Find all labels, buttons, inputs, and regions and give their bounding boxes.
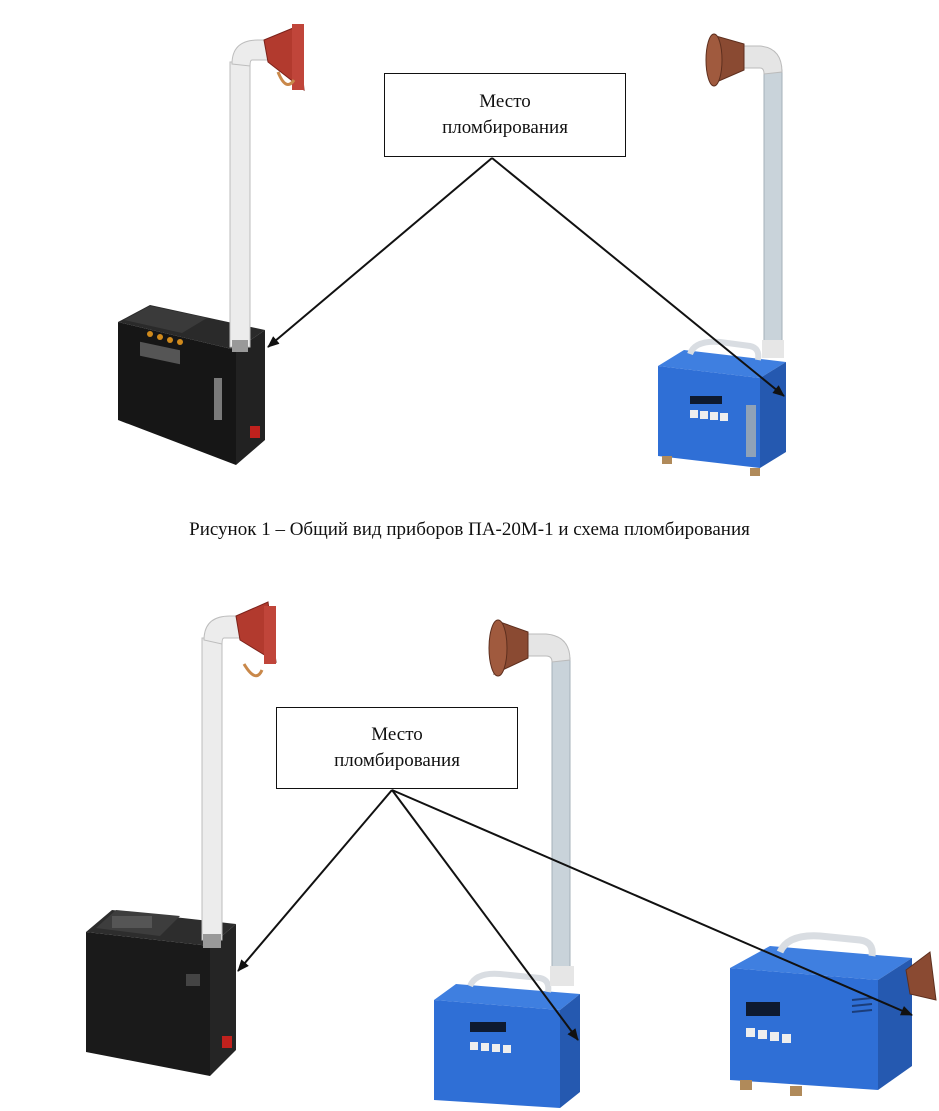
figure-2-artwork [86, 601, 937, 1108]
arrow-to-right-device [391, 789, 913, 1016]
arrow-to-left-device [267, 157, 493, 348]
callout-seal-location-2: Место пломбирования [276, 707, 518, 789]
callout-line-2: пломбирования [442, 117, 568, 138]
callout-seal-location-1: Место пломбирования [384, 73, 626, 157]
figure-2: Место пломбирования [0, 580, 939, 1111]
figure-1: Место пломбирования Рисунок 1 – Общий ви… [118, 24, 786, 540]
figure-1-caption: Рисунок 1 – Общий вид приборов ПА-20М-1 … [189, 519, 750, 540]
blue-sampler-device-right [658, 33, 786, 476]
blue-sampler-device-middle [434, 619, 580, 1108]
callout-line-1: Место [479, 91, 531, 112]
blue-sampler-device-right [730, 932, 937, 1096]
black-sampler-device-left [118, 24, 305, 465]
figure-1-artwork [118, 24, 786, 476]
callout-line-1: Место [371, 724, 423, 745]
callout-line-2: пломбирования [334, 750, 460, 771]
arrow-to-right-device [491, 157, 785, 397]
arrow-to-left-device [237, 789, 393, 972]
arrow-to-middle-device [391, 789, 579, 1041]
black-sampler-device-left [86, 601, 277, 1076]
